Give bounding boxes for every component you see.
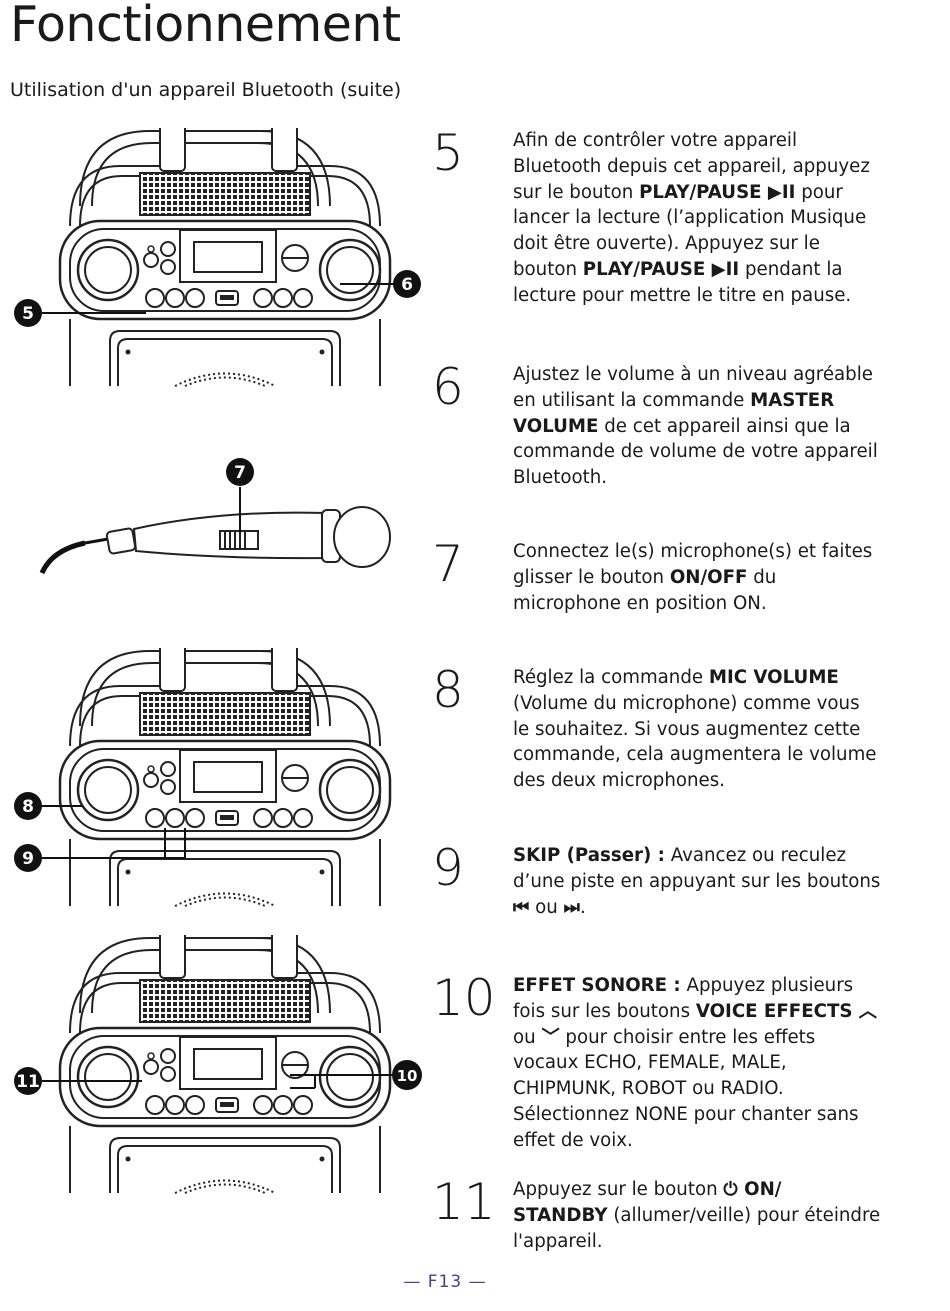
microphone-diagram: 7 bbox=[39, 458, 391, 575]
svg-text:5: 5 bbox=[22, 304, 34, 324]
callout-7: 7 bbox=[226, 458, 254, 486]
step-text-run: Appuyez sur le bouton bbox=[513, 1179, 724, 1200]
svg-text:6: 6 bbox=[401, 275, 413, 295]
step-text-bold: VOICE EFFECTS ︿ bbox=[695, 1000, 877, 1022]
step-text: Afin de contrôler votre appareil Bluetoo… bbox=[513, 128, 881, 309]
step-text-run: ou bbox=[529, 896, 564, 918]
step-text-run: Réglez la commande bbox=[513, 667, 709, 688]
step-text: Appuyez sur le bouton ⏻ ON/ STANDBY (all… bbox=[513, 1177, 881, 1254]
step-number: 7 bbox=[432, 535, 464, 593]
step-text-run: pendant la lecture pour mettre le titre … bbox=[513, 258, 852, 306]
step-number: 5 bbox=[432, 124, 464, 182]
speaker-diagram-1: 5 6 bbox=[14, 128, 421, 388]
svg-text:11: 11 bbox=[16, 1072, 40, 1092]
step-text-run: Appuyez plusieurs fois sur les boutons bbox=[513, 975, 854, 1022]
step-text-bold: ⏻ ON/ STANDBY bbox=[513, 1179, 782, 1226]
step-text-bold: EFFET SONORE : bbox=[513, 975, 681, 996]
svg-text:7: 7 bbox=[234, 463, 246, 483]
step-number: 6 bbox=[432, 358, 464, 416]
step-text: Connectez le(s) microphone(s) et faites … bbox=[513, 539, 881, 616]
svg-text:8: 8 bbox=[22, 797, 34, 817]
callout-10: 10 bbox=[392, 1060, 422, 1090]
step-text: Réglez la commande MIC VOLUME (Volume du… bbox=[513, 665, 881, 794]
step-text-bold: ﹀ bbox=[541, 1026, 560, 1048]
page-footer: — F13 — bbox=[403, 1272, 487, 1292]
callout-11: 11 bbox=[14, 1067, 42, 1095]
step-number: 10 bbox=[432, 969, 496, 1027]
page-title: Fonctionnement bbox=[10, 0, 401, 53]
step-text-run: pour choisir entre les effets vocaux ECH… bbox=[513, 1026, 859, 1151]
svg-text:10: 10 bbox=[397, 1067, 418, 1085]
step-text-bold: MIC VOLUME bbox=[708, 667, 839, 688]
callout-6: 6 bbox=[393, 270, 421, 298]
step-text-run: ou bbox=[513, 1026, 542, 1048]
speaker-diagram-2: 8 9 bbox=[14, 648, 392, 908]
step-text-bold: ON/OFF bbox=[669, 566, 748, 588]
step-text-bold: PLAY/PAUSE ▶II bbox=[582, 258, 740, 280]
step-text-run: (allumer/veille) pour éteindre l'apparei… bbox=[513, 1204, 881, 1252]
step-text-bold: ⏮ bbox=[513, 896, 530, 918]
step-text-run: Avancez ou reculez d’une piste en appuya… bbox=[513, 845, 881, 892]
svg-text:9: 9 bbox=[22, 849, 34, 869]
step-number: 9 bbox=[432, 839, 464, 897]
step-text-run: Connectez le(s) microphone(s) et faites … bbox=[513, 541, 873, 588]
step-text-run: Ajustez le volume à un niveau agréable e… bbox=[513, 364, 873, 411]
step-text-run: Afin de contrôler votre appareil Bluetoo… bbox=[513, 130, 870, 203]
step-text-bold: SKIP (Passer) : bbox=[513, 845, 665, 866]
callout-8: 8 bbox=[14, 792, 42, 820]
callout-9: 9 bbox=[14, 844, 42, 872]
callout-5: 5 bbox=[14, 299, 42, 327]
step-number: 11 bbox=[432, 1173, 496, 1231]
step-text: Ajustez le volume à un niveau agréable e… bbox=[513, 362, 881, 491]
step-text-run: de cet appareil ainsi que la commande de… bbox=[513, 415, 878, 489]
page-subtitle: Utilisation d'un appareil Bluetooth (sui… bbox=[10, 79, 402, 101]
step-text-run: pour lancer la lecture (l’application Mu… bbox=[513, 181, 867, 280]
step-text: EFFET SONORE : Appuyez plusieurs fois su… bbox=[513, 973, 881, 1154]
step-number: 8 bbox=[432, 661, 464, 719]
step-text-run: du microphone en position ON. bbox=[513, 566, 777, 614]
step-text-run: . bbox=[579, 896, 586, 918]
speaker-diagram-3: 11 10 bbox=[14, 935, 422, 1195]
step-text-run: (Volume du microphone) comme vous le sou… bbox=[513, 692, 877, 792]
step-text: SKIP (Passer) : Avancez ou reculez d’une… bbox=[513, 843, 881, 920]
step-text-bold: ⏭ bbox=[563, 896, 580, 918]
step-text-bold: MASTER VOLUME bbox=[513, 389, 835, 437]
step-text-bold: PLAY/PAUSE ▶II bbox=[639, 181, 796, 203]
